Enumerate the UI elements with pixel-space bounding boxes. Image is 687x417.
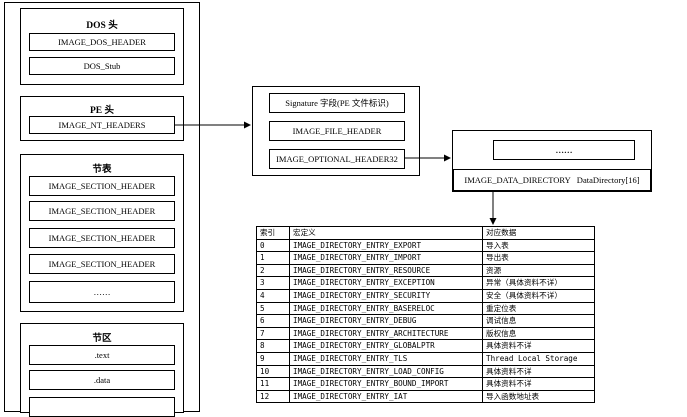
pe-header-title: PE 头 <box>89 106 114 116</box>
cell-data: 资源 <box>482 263 595 278</box>
cell-index: 1 <box>256 251 290 265</box>
cell-macro: IMAGE_DIRECTORY_ENTRY_EXPORT <box>289 238 483 253</box>
cell-index: 2 <box>256 263 290 278</box>
cell-macro: IMAGE_DIRECTORY_ENTRY_ARCHITECTURE <box>289 326 483 341</box>
dos-header-title: DOS 头 <box>86 21 118 31</box>
cell-data: 版权信息 <box>482 326 595 341</box>
cell-index: 12 <box>256 389 290 404</box>
cell-index: 9 <box>256 351 290 366</box>
cell-macro: IMAGE_DIRECTORY_ENTRY_LOAD_CONFIG <box>289 364 483 379</box>
section-header-box: IMAGE_SECTION_HEADER <box>29 254 175 274</box>
cell-index: 6 <box>256 314 290 328</box>
cell-data: 导入表 <box>482 238 595 253</box>
cell-macro: IMAGE_DIRECTORY_ENTRY_DEBUG <box>289 314 483 328</box>
cell-data: 调试信息 <box>482 314 595 328</box>
column-header-data: 对应数据 <box>482 226 595 240</box>
cell-data: 具体资料不详 <box>482 339 595 353</box>
cell-index: 10 <box>256 364 290 379</box>
cell-data: 安全（具体资料不详） <box>482 288 595 303</box>
connector-arrows <box>174 121 497 225</box>
image-nt-headers-box: IMAGE_NT_HEADERS <box>29 116 175 134</box>
column-header-macro: 宏定义 <box>289 226 483 240</box>
cell-index: 0 <box>256 238 290 253</box>
section-header-box: IMAGE_SECTION_HEADER <box>29 176 175 196</box>
cell-index: 7 <box>256 326 290 341</box>
optional-header-detail: …… IMAGE_DATA_DIRECTORY DataDirectory[16… <box>452 130 652 192</box>
cell-index: 3 <box>256 276 290 290</box>
cell-macro: IMAGE_DIRECTORY_ENTRY_IMPORT <box>289 251 483 265</box>
cell-macro: IMAGE_DIRECTORY_ENTRY_IAT <box>289 389 483 404</box>
cell-macro: IMAGE_DIRECTORY_ENTRY_BASERELOC <box>289 301 483 316</box>
cell-macro: IMAGE_DIRECTORY_ENTRY_RESOURCE <box>289 263 483 278</box>
cell-data: 具体资料不详 <box>482 377 595 391</box>
cell-data: 具体资料不详 <box>482 364 595 379</box>
cell-macro: IMAGE_DIRECTORY_ENTRY_TLS <box>289 351 483 366</box>
text-section-box: .text <box>29 345 175 365</box>
section-header-box: IMAGE_SECTION_HEADER <box>29 228 175 248</box>
cell-data: 导入函数地址表 <box>482 389 595 404</box>
data-section-box: .data <box>29 370 175 390</box>
cell-index: 8 <box>256 339 290 353</box>
cell-index: 5 <box>256 301 290 316</box>
image-dos-header-box: IMAGE_DOS_HEADER <box>29 33 175 51</box>
image-file-header-box: IMAGE_FILE_HEADER <box>269 121 405 141</box>
cell-data: 重定位表 <box>482 301 595 316</box>
cell-data: 异常（具体资料不详） <box>482 276 595 290</box>
cell-data: Thread Local Storage <box>482 351 595 366</box>
pe-header-group: PE 头 IMAGE_NT_HEADERS <box>20 96 184 141</box>
dos-header-group: DOS 头 IMAGE_DOS_HEADER DOS_Stub <box>20 8 184 85</box>
cell-data: 导出表 <box>482 251 595 265</box>
section-table-group: 节表 IMAGE_SECTION_HEADER IMAGE_SECTION_HE… <box>20 154 184 312</box>
section-table-title: 节表 <box>92 165 112 175</box>
cell-index: 4 <box>256 288 290 303</box>
cell-macro: IMAGE_DIRECTORY_ENTRY_SECURITY <box>289 288 483 303</box>
data-directory-box: IMAGE_DATA_DIRECTORY DataDirectory[16] <box>453 169 651 191</box>
cell-macro: IMAGE_DIRECTORY_ENTRY_GLOBALPTR <box>289 339 483 353</box>
column-header-index: 索引 <box>256 226 290 240</box>
cell-macro: IMAGE_DIRECTORY_ENTRY_EXCEPTION <box>289 276 483 290</box>
dos-stub-box: DOS_Stub <box>29 57 175 75</box>
nt-headers-detail: Signature 字段(PE 文件标识) IMAGE_FILE_HEADER … <box>252 86 420 176</box>
table-header-row: 索引 宏定义 对应数据 <box>256 226 595 240</box>
image-optional-header-box: IMAGE_OPTIONAL_HEADER32 <box>269 149 405 169</box>
section-header-more-box: …… <box>29 281 175 303</box>
signature-box: Signature 字段(PE 文件标识) <box>269 93 405 113</box>
optional-header-fields-box: …… <box>493 140 635 160</box>
section-region-title: 节区 <box>92 334 112 344</box>
cell-index: 11 <box>256 377 290 391</box>
section-box <box>29 397 175 417</box>
cell-macro: IMAGE_DIRECTORY_ENTRY_BOUND_IMPORT <box>289 377 483 391</box>
section-header-box: IMAGE_SECTION_HEADER <box>29 201 175 221</box>
